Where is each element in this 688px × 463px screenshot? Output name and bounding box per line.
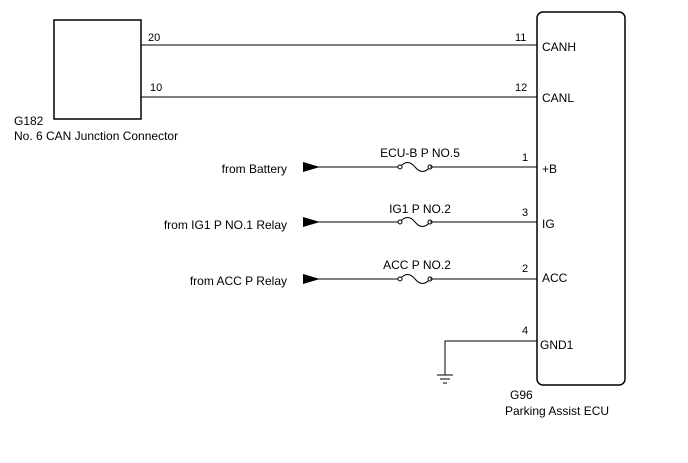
ecu-pin-gnd: 4 xyxy=(522,325,528,337)
signal-canl: CANL xyxy=(542,91,574,105)
ecu-pin-b: 1 xyxy=(522,152,528,164)
ground-wire xyxy=(444,340,537,375)
connector-pin-canh: 20 xyxy=(148,32,160,44)
fuse-ecu-b-icon xyxy=(399,162,431,172)
ecu-pin-canl: 12 xyxy=(515,82,527,94)
source-ig1: from IG1 P NO.1 Relay xyxy=(164,218,287,232)
fuse-ig1-icon xyxy=(399,217,431,227)
arrow-ig1-icon xyxy=(303,217,320,227)
signal-canh: CANH xyxy=(542,40,576,54)
ground-icon xyxy=(437,374,453,384)
arrow-acc-icon xyxy=(303,274,320,284)
can-junction-connector-box xyxy=(53,19,142,120)
ecu-code: G96 xyxy=(510,388,533,402)
signal-gnd: GND1 xyxy=(540,338,574,352)
fuse-acc-label: ACC P NO.2 xyxy=(383,258,451,272)
connector-name: No. 6 CAN Junction Connector xyxy=(14,129,178,143)
fuse-acc-icon xyxy=(399,274,431,284)
ecu-pin-canh: 11 xyxy=(515,32,526,44)
connector-pin-canl: 10 xyxy=(150,82,162,94)
signal-acc: ACC xyxy=(542,271,568,285)
fuse-ig1-label: IG1 P NO.2 xyxy=(389,202,451,216)
signal-ig: IG xyxy=(542,217,555,231)
fuse-ecu-b-label: ECU-B P NO.5 xyxy=(380,146,460,160)
signal-b: +B xyxy=(542,162,557,176)
ecu-pin-acc: 2 xyxy=(522,263,528,275)
source-battery: from Battery xyxy=(222,162,287,176)
ecu-name: Parking Assist ECU xyxy=(505,404,609,418)
connector-code: G182 xyxy=(14,114,44,128)
parking-assist-ecu-box xyxy=(536,11,626,386)
arrow-battery-icon xyxy=(303,162,320,172)
ecu-pin-ig: 3 xyxy=(522,207,528,219)
source-acc: from ACC P Relay xyxy=(190,274,287,288)
